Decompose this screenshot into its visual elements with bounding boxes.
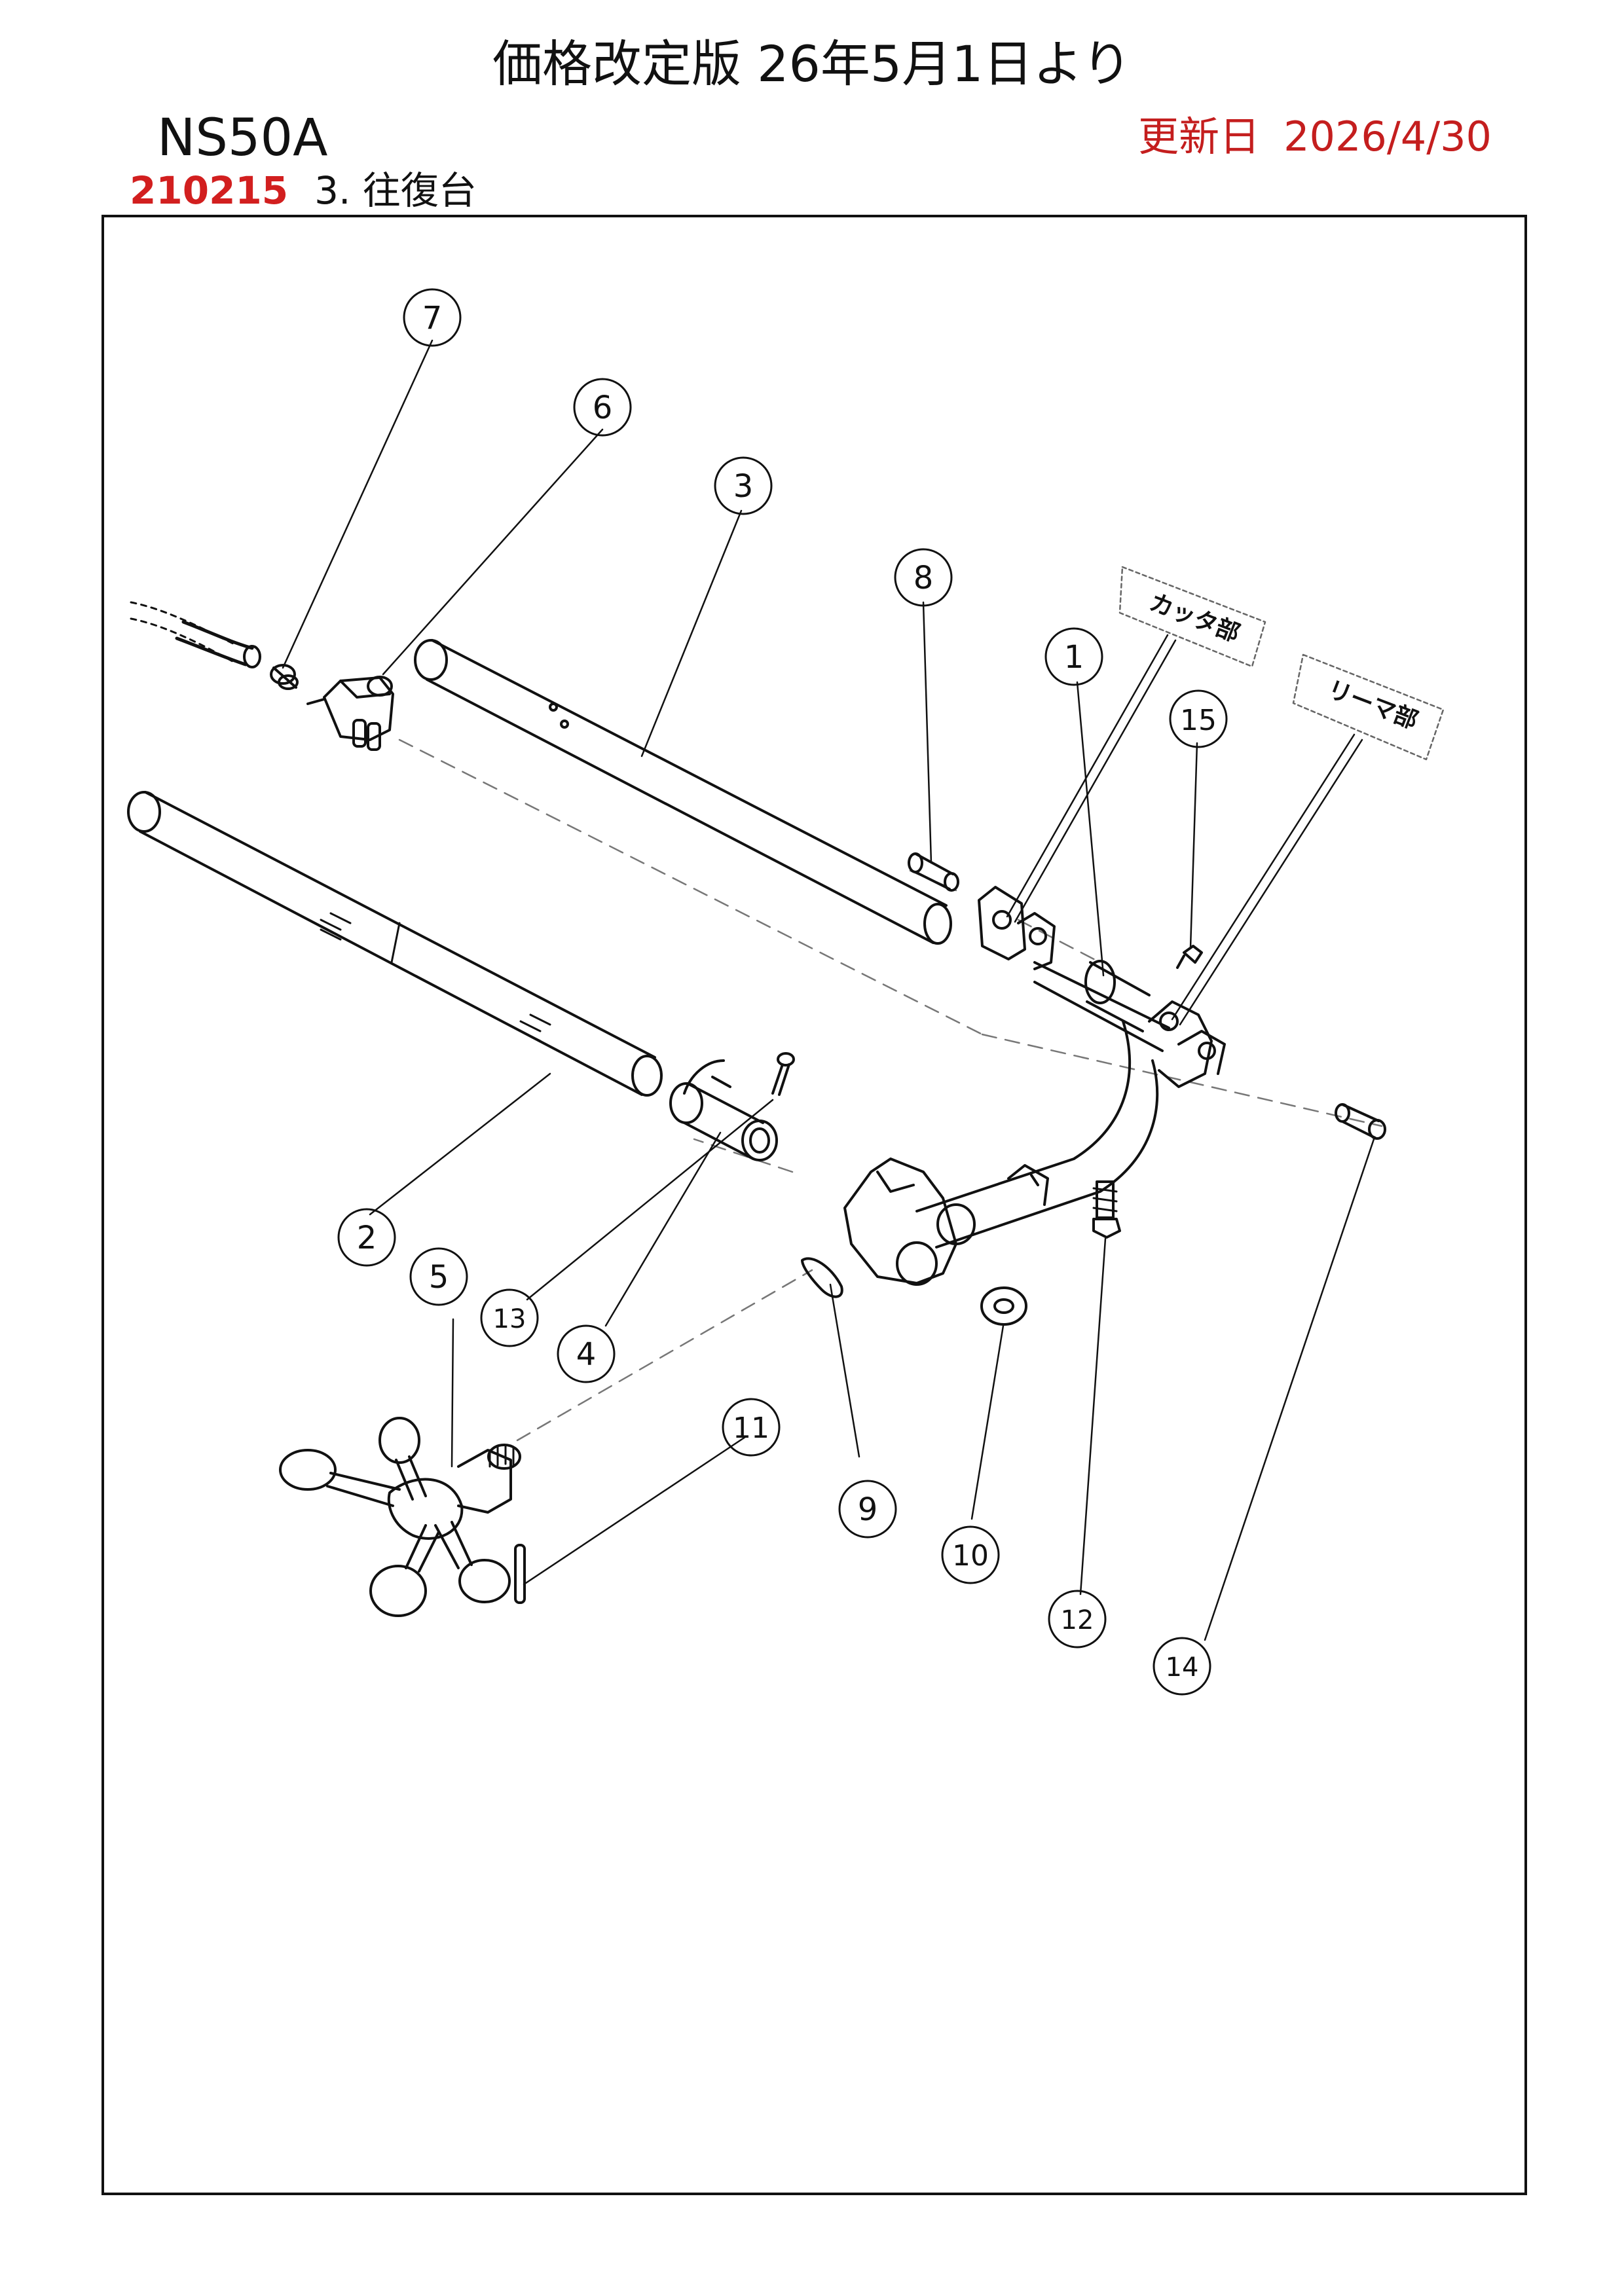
updated-date: 2026/4/30 — [1283, 113, 1492, 160]
part-3-upper-rod — [414, 639, 952, 945]
part-7-clamp — [270, 664, 299, 690]
callout-5: 5 — [409, 1247, 468, 1306]
callout-10: 10 — [941, 1525, 1000, 1584]
leader-lines — [282, 339, 1375, 1641]
callout-11: 11 — [722, 1398, 781, 1457]
svg-text:6: 6 — [593, 390, 613, 426]
callout-8: 8 — [894, 548, 953, 607]
part-4-bushing — [669, 1059, 778, 1161]
part-11-pin — [514, 1544, 526, 1604]
svg-text:12: 12 — [1061, 1605, 1094, 1635]
svg-text:7: 7 — [422, 300, 443, 337]
part-2-lower-shaft — [127, 791, 663, 1097]
svg-text:15: 15 — [1180, 704, 1217, 737]
model-number: NS50A — [157, 109, 328, 168]
callout-9: 9 — [838, 1480, 897, 1539]
callout-14: 14 — [1153, 1637, 1211, 1696]
callout-15: 15 — [1169, 689, 1228, 748]
callout-3: 3 — [714, 456, 773, 515]
callout-4: 4 — [557, 1324, 616, 1383]
svg-text:3: 3 — [733, 468, 754, 505]
part-5-handle — [279, 1417, 521, 1617]
diagram-frame — [101, 215, 1527, 2195]
part-15-pin — [1176, 945, 1203, 969]
label-tags — [1118, 566, 1445, 761]
tag-reamer-label: リーマ部 — [1324, 676, 1422, 735]
page-title: 価格改定版 26年5月1日より — [492, 35, 1132, 93]
svg-text:2: 2 — [357, 1220, 377, 1256]
callout-7: 7 — [403, 288, 462, 347]
part-8-pin — [908, 852, 959, 892]
part-10-washer — [980, 1286, 1027, 1326]
svg-text:14: 14 — [1166, 1652, 1199, 1683]
tag-cutter-label: カッタ部 — [1146, 589, 1244, 647]
callout-2: 2 — [337, 1208, 396, 1267]
callout-13: 13 — [480, 1288, 539, 1347]
part-1-carriage-frame — [843, 886, 1226, 1286]
svg-text:11: 11 — [733, 1412, 769, 1445]
part-6-fitting — [306, 676, 394, 751]
hose-part — [130, 601, 261, 668]
svg-text:13: 13 — [493, 1304, 526, 1334]
section-title: 3. 往復台 — [314, 168, 477, 213]
part-code: 210215 — [130, 168, 289, 213]
svg-text:4: 4 — [576, 1336, 597, 1373]
svg-text:10: 10 — [952, 1539, 989, 1573]
part-14-pin — [1335, 1103, 1386, 1140]
callout-12: 12 — [1048, 1590, 1107, 1649]
svg-text:5: 5 — [429, 1259, 449, 1296]
updated-label: 更新日 — [1138, 113, 1261, 160]
svg-text:1: 1 — [1064, 639, 1084, 676]
svg-text:9: 9 — [858, 1491, 878, 1528]
part-12-screw — [1092, 1180, 1121, 1239]
part-9-washer — [801, 1257, 843, 1298]
assembly-axis-lines — [398, 738, 1383, 1442]
svg-text:8: 8 — [913, 560, 934, 596]
callout-6: 6 — [573, 378, 632, 437]
part-13-screw — [771, 1052, 795, 1096]
callout-1: 1 — [1044, 627, 1103, 686]
